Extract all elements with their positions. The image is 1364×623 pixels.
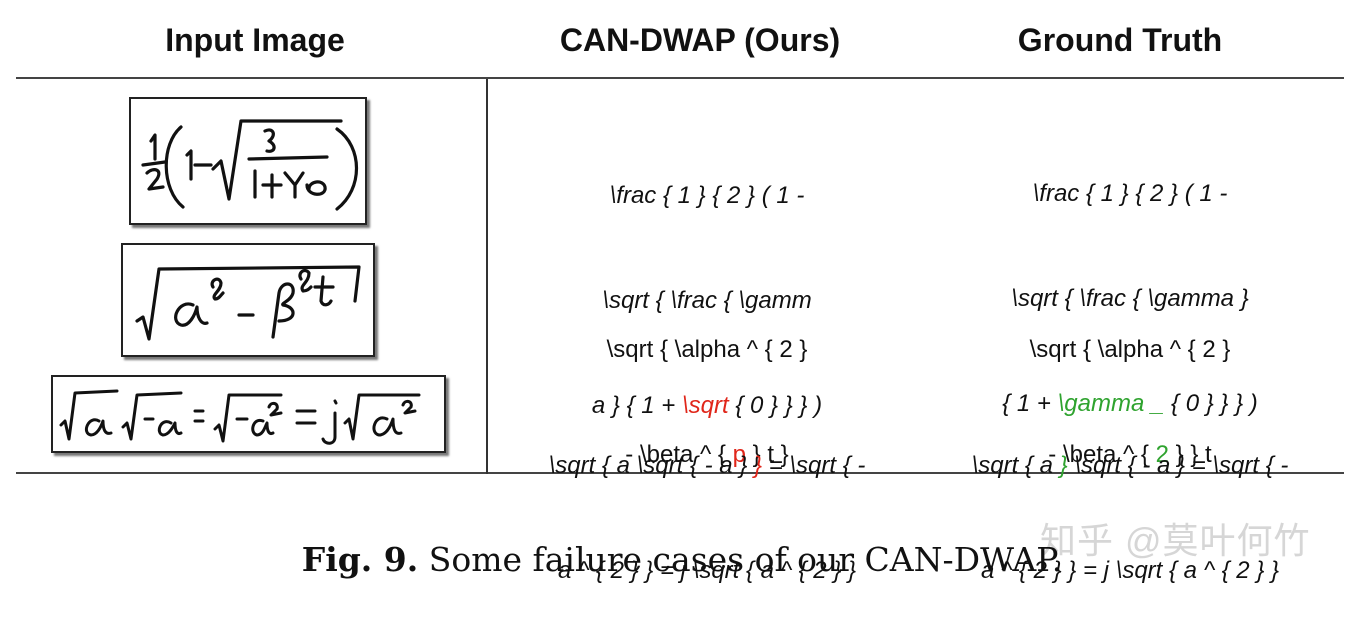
row1-ours-line3: a } { 1 + \sqrt { 0 } } } ) xyxy=(591,392,823,419)
row3-ours-line2: a ^ { 2 } } = j \sqrt { a ^ { 2 } } xyxy=(557,557,857,584)
input-image-1 xyxy=(129,97,367,225)
handwritten-formula-2 xyxy=(135,265,361,341)
row3-ours-line1: \sqrt { a \sqrt { - a } } = \sqrt { - xyxy=(548,452,866,479)
row3-gt-line2: a ^ { 2 } } = j \sqrt { a ^ { 2 } } xyxy=(980,557,1280,584)
handwritten-formula-3 xyxy=(59,389,421,445)
figure-label: Fig. 9. xyxy=(301,540,419,579)
row1-gt-cell: \frac { 1 } { 2 } ( 1 - \sqrt { \frac { … xyxy=(920,106,1340,456)
header-ground-truth: Ground Truth xyxy=(1017,22,1223,58)
header-input-image: Input Image xyxy=(165,22,345,58)
correct-token: \gamma _ xyxy=(1057,390,1165,417)
table-bottom-rule xyxy=(16,472,1344,474)
correct-token: } xyxy=(1059,452,1068,479)
header-can-dwap: CAN-DWAP (Ours) xyxy=(559,22,841,58)
row1-gt-line2: \sqrt { \frac { \gamma } xyxy=(1011,285,1249,312)
row2-gt-line1: \sqrt { \alpha ^ { 2 } xyxy=(1029,336,1231,363)
input-image-3 xyxy=(51,375,446,453)
table-column-divider xyxy=(486,79,488,474)
row2-gt-cell: \sqrt { \alpha ^ { 2 } - \beta ^ { 2 } }… xyxy=(920,262,1340,507)
error-token: } xyxy=(754,452,763,479)
table-top-rule xyxy=(16,77,1344,79)
row1-ours-cell: \frac { 1 } { 2 } ( 1 - \sqrt { \frac { … xyxy=(497,108,917,458)
error-token: p xyxy=(732,441,746,468)
row3-gt-line1: \sqrt { a } \sqrt { - a } = \sqrt { - xyxy=(971,452,1289,479)
input-image-2 xyxy=(121,243,375,357)
row2-ours-line2: - \beta ^ { p } t } xyxy=(625,441,789,468)
row1-gt-line3: { 1 + \gamma _ { 0 } } } ) xyxy=(1002,390,1258,417)
row1-ours-line1: \frac { 1 } { 2 } ( 1 - xyxy=(609,182,805,209)
row2-gt-line2: - \beta ^ { 2 } } t xyxy=(1048,441,1212,468)
figure-caption-text: Some failure cases of our CAN-DWAP. xyxy=(418,540,1063,579)
row3-gt-cell: \sqrt { a } \sqrt { - a } = \sqrt { - a … xyxy=(920,378,1340,623)
correct-token: 2 xyxy=(1155,441,1169,468)
figure-caption: Fig. 9. Some failure cases of our CAN-DW… xyxy=(0,540,1364,579)
handwritten-formula-1 xyxy=(141,119,358,211)
row1-gt-line1: \frac { 1 } { 2 } ( 1 - xyxy=(1032,180,1228,207)
row2-ours-cell: \sqrt { \alpha ^ { 2 } - \beta ^ { p } t… xyxy=(497,262,917,507)
row1-ours-line2: \sqrt { \frac { \gamm xyxy=(602,287,812,314)
watermark-text: 知乎 @莫叶何竹 xyxy=(1040,520,1311,561)
error-token: \sqrt xyxy=(681,392,729,419)
row3-ours-cell: \sqrt { a \sqrt { - a } } = \sqrt { - a … xyxy=(497,378,917,623)
row2-ours-line1: \sqrt { \alpha ^ { 2 } xyxy=(606,336,808,363)
